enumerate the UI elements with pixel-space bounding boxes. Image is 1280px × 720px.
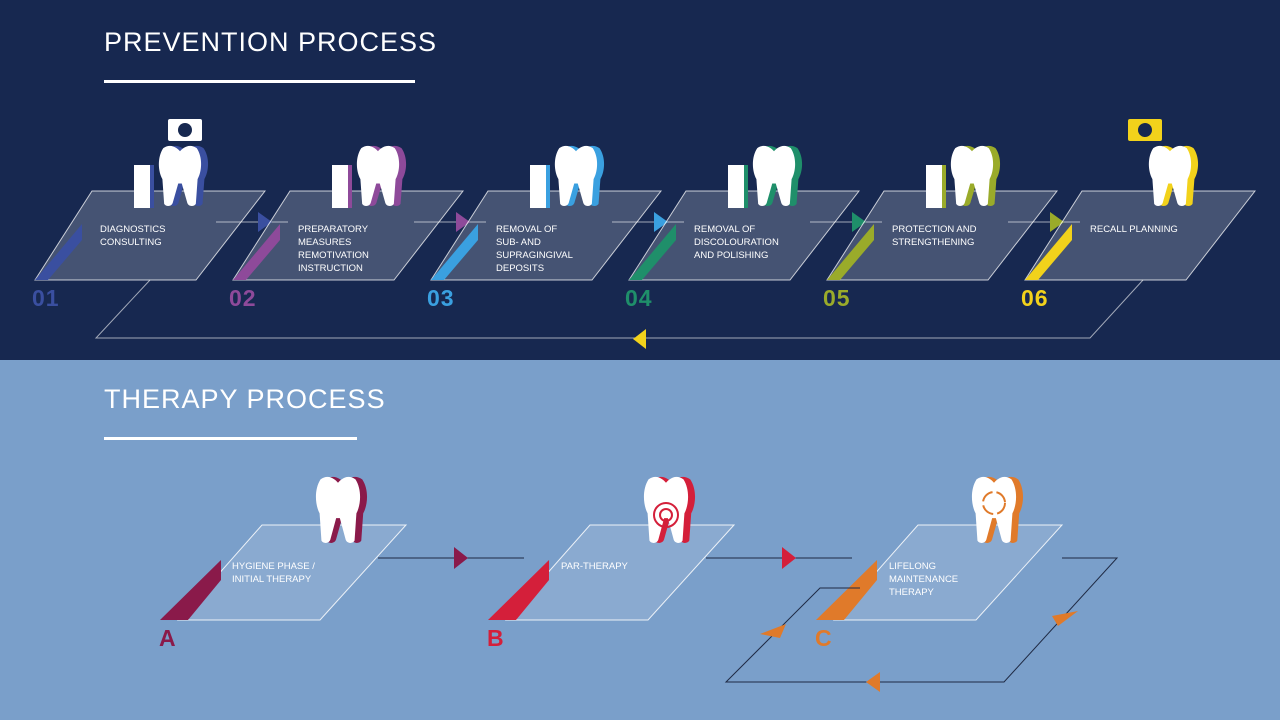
phase-b-letter: B [487, 625, 504, 651]
step-color-edge [233, 224, 280, 280]
step-03-number: 03 [427, 285, 455, 311]
instrument-handle-icon [134, 165, 150, 208]
step-02-number: 02 [229, 285, 257, 311]
instrument-shadow-icon [546, 165, 550, 208]
instrument-shadow-icon [942, 165, 946, 208]
step-01-label: DIAGNOSTICS CONSULTING [100, 224, 166, 248]
recall-loop-line [94, 279, 1144, 339]
phase-a-letter: A [159, 625, 176, 651]
phase-b-label: PAR-THERAPY [561, 561, 628, 572]
step-color-edge [1025, 224, 1072, 280]
cycle-arrows-icon [982, 491, 1006, 515]
phase-color-edge [488, 560, 549, 620]
phase-flow-arrow-icon [454, 547, 468, 569]
step-05-label: PROTECTION AND STRENGTHENING [892, 224, 977, 248]
step-card [826, 190, 1059, 281]
step-color-edge [35, 224, 82, 280]
camera-tooth-icon [1148, 145, 1192, 207]
instrument-handle-icon [926, 165, 942, 208]
therapy-title-underline [104, 437, 357, 440]
instrument-shadow-icon [150, 165, 154, 208]
cycle-tooth-icon [971, 476, 1017, 543]
instrument-handle-icon [728, 165, 744, 208]
loop-arrow-bottom-icon [866, 672, 880, 692]
scaler-tooth-icon [554, 145, 598, 207]
step-color-edge [431, 224, 478, 280]
flow-arrow-icon [1050, 212, 1064, 232]
instrument-shadow-icon [744, 165, 748, 208]
maintenance-loop-line [724, 557, 1119, 683]
step-02-label: PREPARATORY MEASURES REMOTIVATION INSTRU… [298, 224, 369, 274]
prevention-title-underline [104, 80, 415, 83]
step-card [34, 190, 267, 281]
step-04-label: REMOVAL OF DISCOLOURATION AND POLISHING [694, 224, 779, 261]
step-01-number: 01 [32, 285, 60, 311]
instrument-shadow-icon [348, 165, 352, 208]
step-03-label: REMOVAL OF SUB- AND SUPRAGINGIVAL DEPOSI… [496, 224, 573, 274]
flow-arrow-icon [852, 212, 866, 232]
toothbrush-tooth-icon [356, 145, 400, 207]
brush-tooth-icon [950, 145, 994, 207]
step-color-edge [629, 224, 676, 280]
phase-color-edge [160, 560, 221, 620]
flow-arrow-icon [456, 212, 470, 232]
prevention-background [0, 0, 1280, 360]
camera-lens-icon [178, 123, 192, 137]
flow-arrow-icon [258, 212, 272, 232]
phase-a-label: HYGIENE PHASE / INITIAL THERAPY [232, 561, 315, 585]
recall-loop-arrow-icon [633, 329, 646, 349]
step-card [232, 190, 465, 281]
instrument-handle-icon [530, 165, 546, 208]
prevention-title: PREVENTION PROCESS [104, 27, 438, 57]
step-06-number: 06 [1021, 285, 1049, 311]
flow-arrow-icon [654, 212, 668, 232]
target-ring-icon [653, 502, 679, 528]
step-color-edge [827, 224, 874, 280]
spray-tooth-icon [315, 476, 361, 543]
step-06-label: RECALL PLANNING [1090, 224, 1178, 235]
instrument-handle-icon [332, 165, 348, 208]
step-card [1024, 190, 1257, 281]
camera-lens-icon [1138, 123, 1152, 137]
phase-c-label: LIFELONG MAINTENANCE THERAPY [889, 561, 959, 598]
target-inner-icon [659, 508, 673, 522]
probe-camera-tooth-icon [158, 145, 202, 207]
loop-arrow-left-icon [760, 624, 786, 638]
therapy-title: THERAPY PROCESS [104, 384, 386, 414]
step-card [430, 190, 663, 281]
loop-arrow-right-icon [1052, 611, 1078, 626]
therapy-background [0, 360, 1280, 720]
phase-color-edge [816, 560, 877, 620]
phase-flow-arrow-icon [782, 547, 796, 569]
step-05-number: 05 [823, 285, 851, 311]
step-04-number: 04 [625, 285, 653, 311]
phase-c-letter: C [815, 625, 832, 651]
airpolisher-tooth-icon [752, 145, 796, 207]
step-card [628, 190, 861, 281]
